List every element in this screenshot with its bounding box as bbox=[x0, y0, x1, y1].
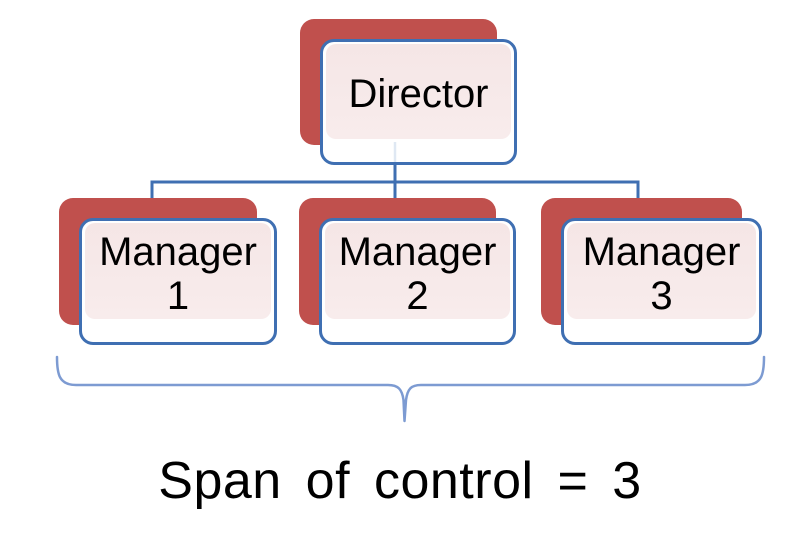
manager-3-label-text: Manager bbox=[582, 229, 741, 274]
manager-2-box-fill bbox=[325, 223, 510, 319]
manager-3-box: Manager 3 bbox=[561, 218, 762, 345]
manager-1-box: Manager 1 bbox=[79, 218, 277, 345]
manager-1-label: Manager 1 bbox=[99, 230, 257, 318]
director-node: Director bbox=[300, 19, 517, 165]
director-box-fill bbox=[326, 44, 511, 139]
span-of-control-caption: Span of control = 3 bbox=[158, 452, 642, 510]
manager-1-number: 1 bbox=[166, 273, 190, 318]
director-label: Director bbox=[348, 72, 489, 116]
manager-3-box-fill bbox=[567, 223, 756, 319]
manager-2-number: 2 bbox=[406, 273, 429, 318]
manager-3-node: Manager 3 bbox=[541, 198, 762, 345]
manager-1-label-text: Manager bbox=[99, 229, 257, 274]
curly-brace-icon bbox=[55, 355, 766, 423]
manager-2-node: Manager 2 bbox=[299, 198, 516, 345]
manager-3-number: 3 bbox=[650, 273, 673, 318]
manager-1-node: Manager 1 bbox=[59, 198, 277, 345]
manager-2-box: Manager 2 bbox=[319, 218, 516, 345]
manager-3-label: Manager 3 bbox=[583, 230, 741, 318]
hierarchy-connector-line bbox=[150, 163, 640, 202]
director-box: Director bbox=[320, 39, 517, 165]
manager-2-label-text: Manager bbox=[338, 229, 497, 274]
manager-2-label: Manager 2 bbox=[339, 230, 497, 318]
manager-1-box-fill bbox=[85, 223, 271, 319]
